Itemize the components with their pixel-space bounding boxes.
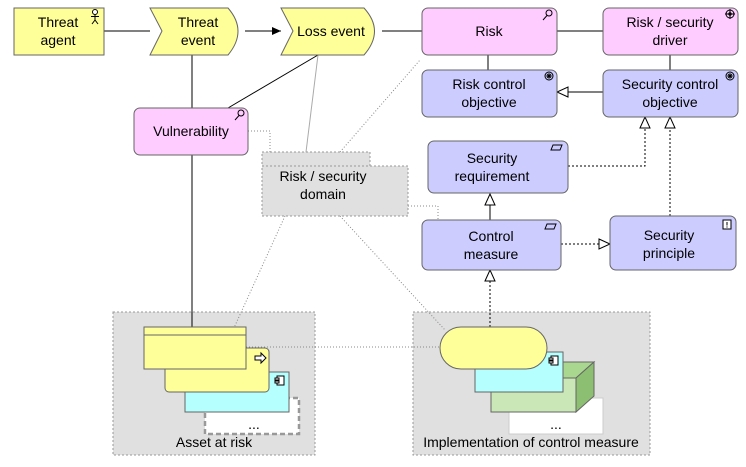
impl-business-service[interactable]: [439, 326, 548, 370]
edge-domain-risk: [339, 59, 421, 153]
goal-icon: [725, 71, 735, 81]
vulnerability-label: Vulnerability: [153, 123, 229, 139]
edge-domain-impl: [339, 215, 446, 331]
node-risk[interactable]: Risk: [421, 7, 558, 56]
assessment-icon: [234, 109, 245, 121]
requirement-icon: [550, 144, 563, 151]
impl-ellipsis: ...: [550, 416, 562, 432]
edge-vuln-domain: [248, 130, 271, 152]
requirement-icon: [544, 223, 557, 230]
driver-icon: [725, 9, 735, 19]
goal-icon: [544, 71, 554, 81]
asset-business-object[interactable]: [143, 326, 247, 370]
edge-loss-domain: [305, 54, 319, 153]
risk-label: Risk: [475, 23, 503, 39]
actor-icon: [91, 9, 99, 25]
implementation-label: Implementation of control measure: [423, 434, 639, 450]
asset-ellipsis: ...: [248, 416, 260, 432]
edge-loss-vuln: [227, 54, 319, 109]
loss-event-label: Loss event: [297, 23, 365, 39]
component-icon: [274, 375, 285, 386]
node-vulnerability[interactable]: Vulnerability: [133, 107, 249, 156]
connections: [104, 27, 676, 348]
edge-domain-cm: [408, 205, 439, 222]
edge-req-sco-2: [568, 115, 651, 167]
principle-icon: [722, 219, 732, 230]
process-arrow-icon: [254, 351, 267, 365]
node-loss-event[interactable]: Loss event: [280, 7, 375, 56]
asset-at-risk-label: Asset at risk: [176, 434, 253, 450]
assessment-icon: [542, 9, 553, 21]
component-icon: [548, 355, 559, 366]
